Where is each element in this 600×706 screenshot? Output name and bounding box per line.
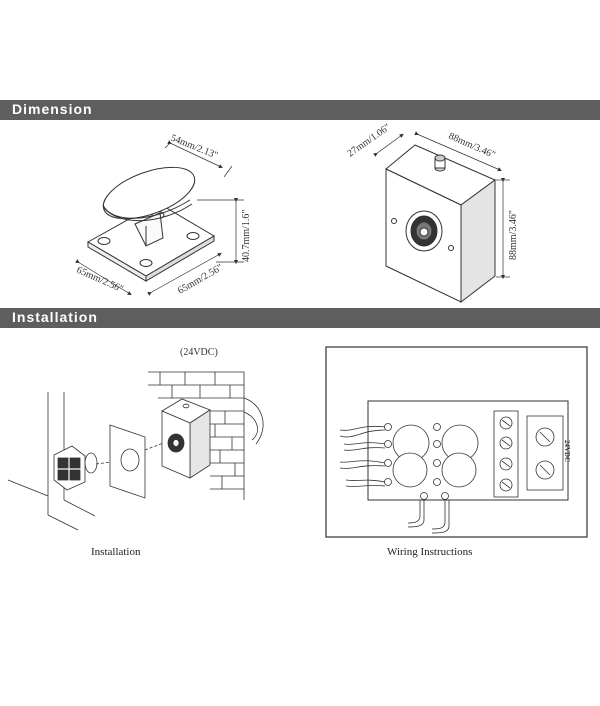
box-depth-dimension: 27mm/1.06" bbox=[345, 122, 392, 160]
holder-top-dimension: 54mm/2.13" bbox=[169, 133, 219, 162]
installation-caption: Installation bbox=[91, 546, 141, 558]
magnet-box-drawing bbox=[385, 144, 496, 304]
installation-header-bar: Installation bbox=[0, 308, 600, 328]
holder-height-dimension: 40.7mm/1.6" bbox=[241, 210, 252, 262]
door-holder-drawing bbox=[86, 166, 215, 282]
wiring-caption: Wiring Instructions bbox=[387, 546, 472, 558]
box-width-dimension: 88mm/3.46" bbox=[447, 131, 497, 161]
holder-dimension-lines bbox=[75, 140, 244, 296]
dimension-header-bar: Dimension bbox=[0, 100, 600, 120]
base-right-dimension: 65mm/2.56" bbox=[176, 262, 225, 296]
terminal-voltage-label: 24VDC bbox=[563, 440, 571, 462]
installation-drawing bbox=[7, 371, 264, 531]
dimension-title: Dimension bbox=[12, 101, 93, 117]
installation-title: Installation bbox=[12, 309, 98, 325]
voltage-label: (24VDC) bbox=[180, 347, 218, 358]
wiring-diagram bbox=[325, 346, 588, 538]
terminal-screws-left bbox=[499, 416, 513, 492]
box-dimension-lines bbox=[373, 131, 510, 280]
base-left-dimension: 65mm/2.56" bbox=[75, 265, 125, 295]
box-height-dimension: 88mm/3.46" bbox=[508, 210, 519, 260]
